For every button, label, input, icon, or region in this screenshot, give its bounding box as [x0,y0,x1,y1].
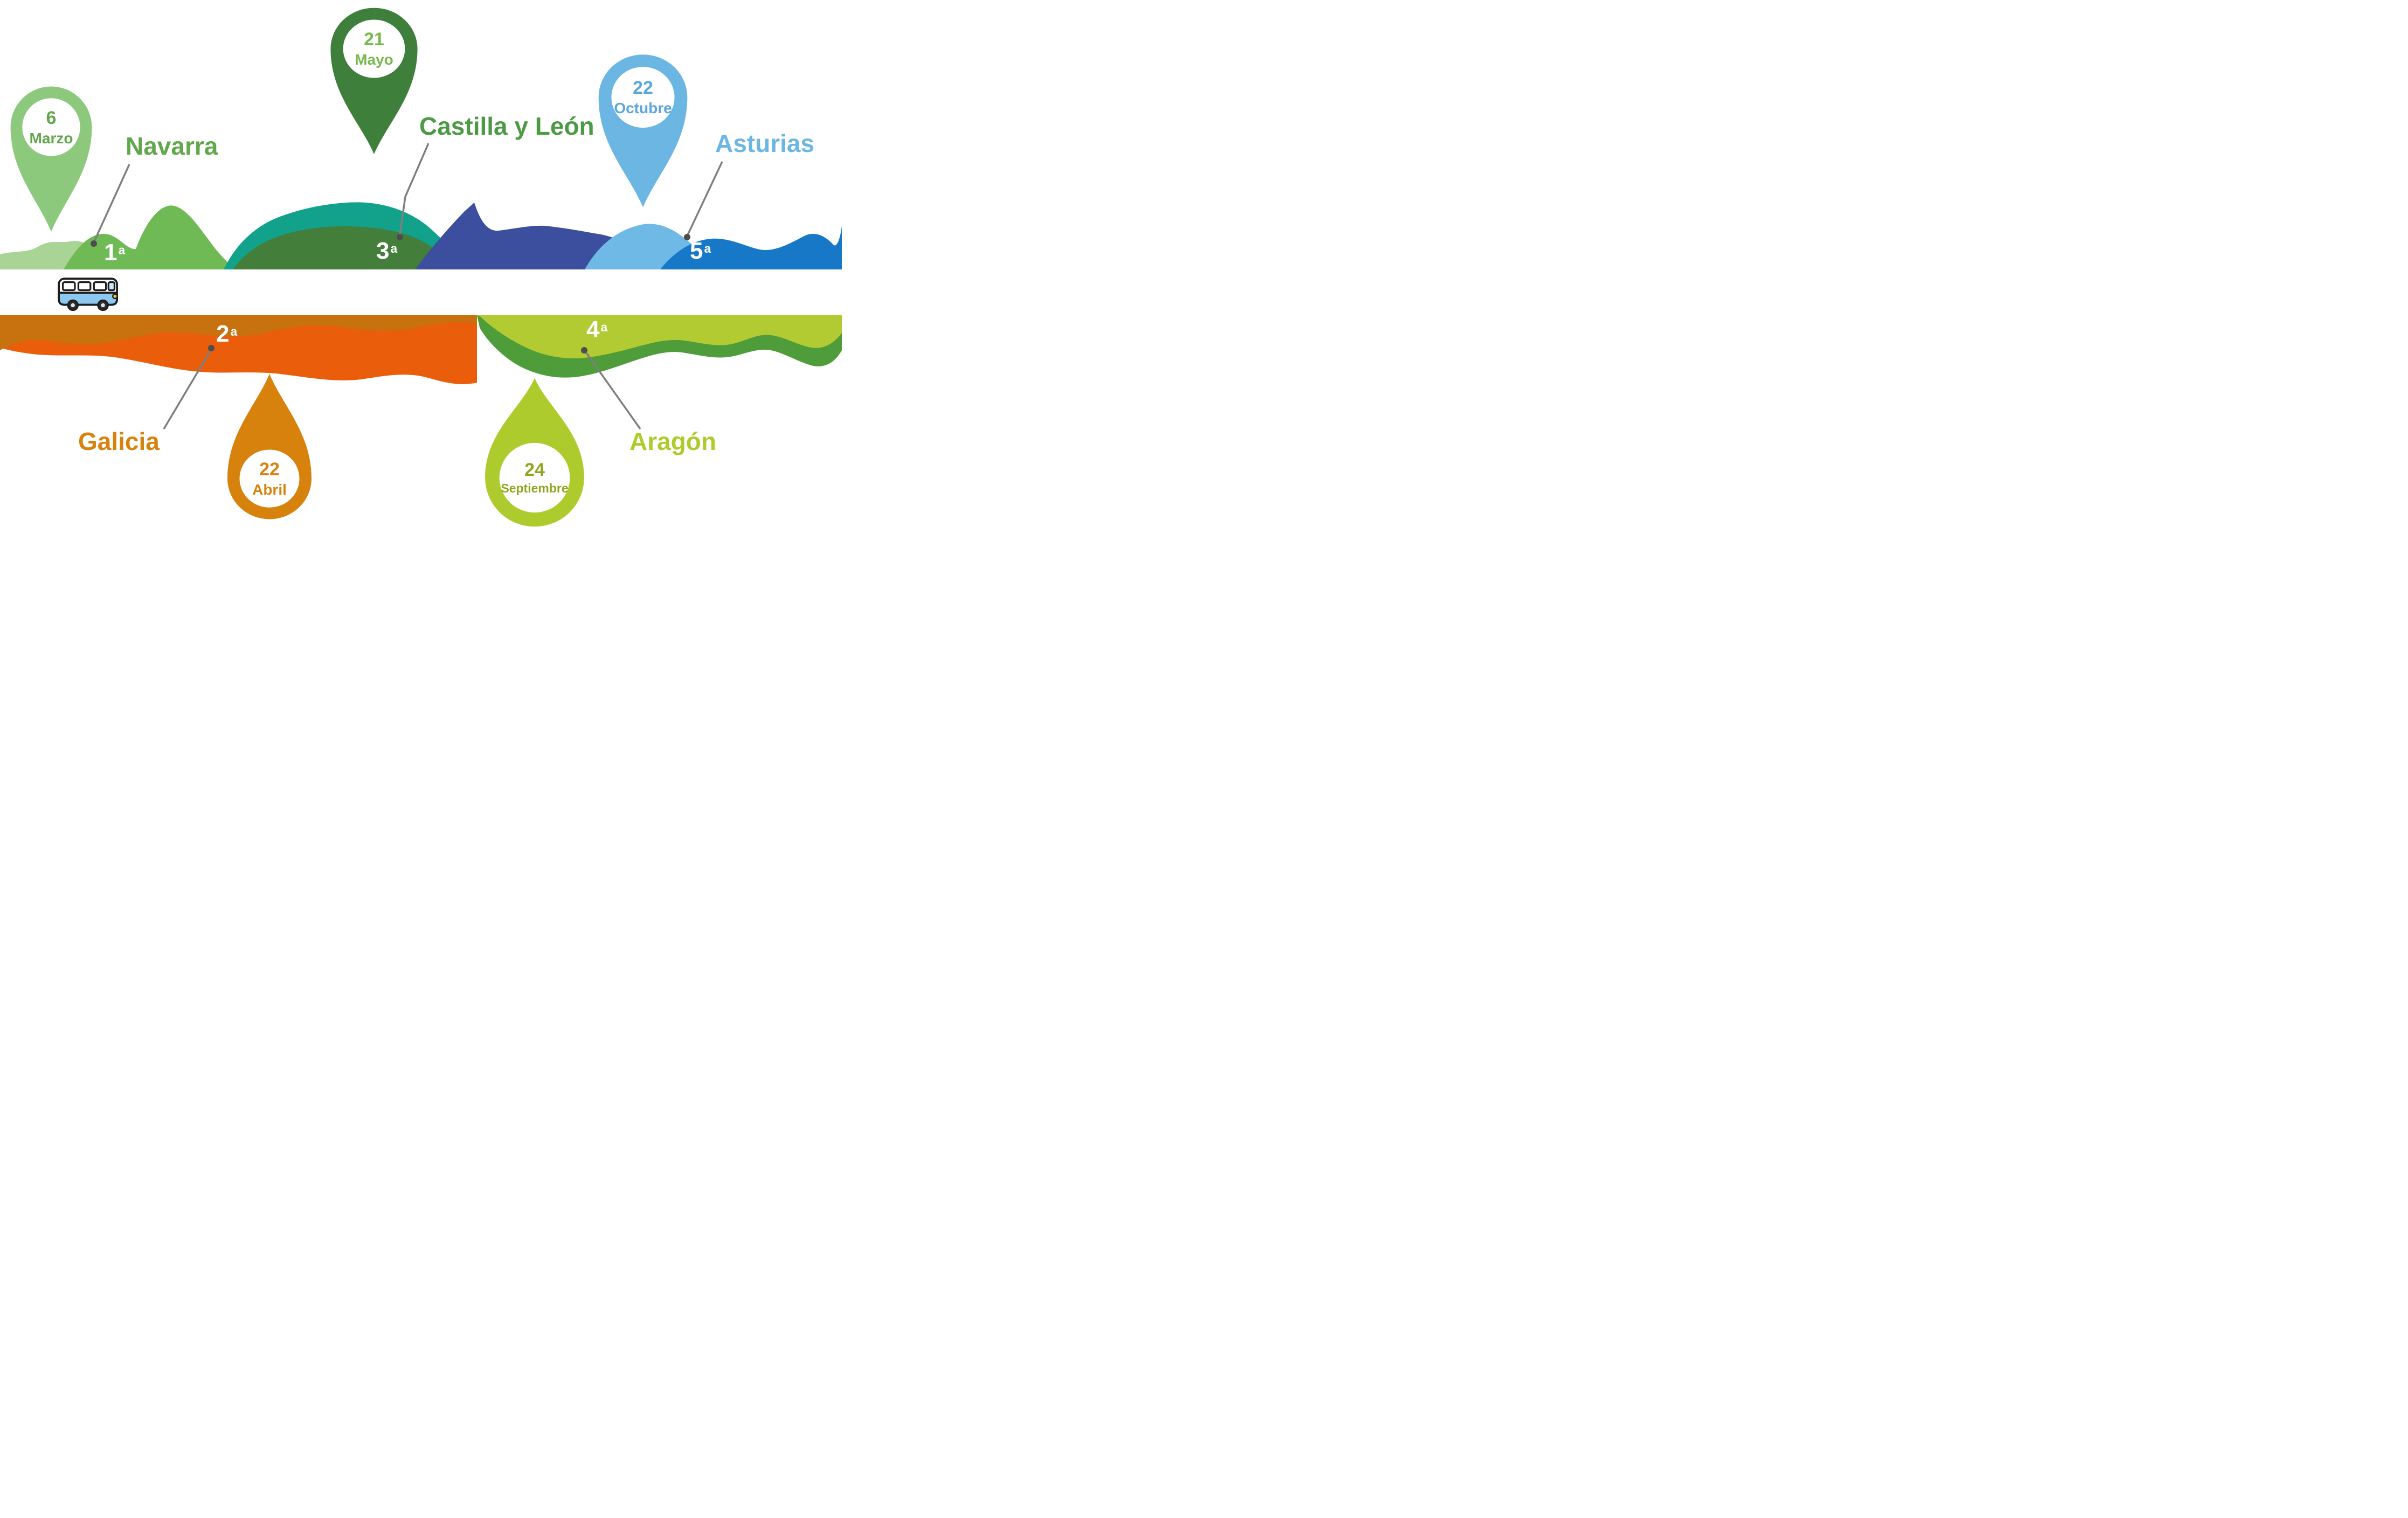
pin-date-day: 22 [259,459,280,480]
ground-orange-dark-strip [0,315,477,350]
pin-date-day: 22 [633,78,653,99]
pin-date-month: Marzo [29,129,73,147]
map-pin-icon [598,54,688,207]
stage-suffix: a [230,324,238,338]
pin-navarra: 6 Marzo [4,79,98,235]
connector-castilla-leon [397,143,430,240]
pin-date-galicia: 22 Abril [229,449,310,507]
route-infographic: 1a 2a 3a 4a 5a Navarra Galicia Castilla … [0,0,842,531]
stage-marker-5: 5a [690,239,711,263]
stage-suffix: a [390,241,398,255]
pin-date-month: Abril [252,481,287,498]
region-label-galicia: Galicia [78,427,160,455]
map-pin-icon [227,373,312,519]
camper-van-icon [58,278,118,311]
pin-galicia: 22 Abril [221,371,318,527]
region-label-navarra: Navarra [126,132,218,160]
pin-aragon: 24 Septiembre [478,376,592,531]
pin-date-month: Septiembre [501,481,569,496]
connector-asturias [684,161,723,240]
map-pin-icon [10,86,92,232]
pin-asturias: 22 Octubre [592,46,694,211]
pin-date-aragon: 24 Septiembre [487,443,583,513]
mountain-green-navarra [64,205,236,269]
stage-suffix: a [118,242,126,257]
region-label-aragon: Aragón [629,427,716,455]
pin-date-day: 24 [524,460,545,481]
connector-navarra [91,164,130,247]
stage-number: 3 [376,238,390,264]
pin-date-asturias: 22 Octubre [600,67,686,128]
region-label-asturias: Asturias [715,129,815,157]
region-label-castilla-leon: Castilla y León [419,112,594,140]
stage-number: 5 [690,238,703,264]
landscape-art [0,143,842,430]
stage-marker-2: 2a [216,322,237,346]
pin-date-month: Octubre [614,100,672,117]
pin-date-castilla-leon: 21 Mayo [332,20,416,78]
map-pin-icon [485,378,584,527]
stage-number: 1 [104,239,117,266]
map-pin-icon [330,8,418,155]
pin-date-navarra: 6 Marzo [12,98,91,156]
stage-marker-3: 3a [376,239,397,263]
stage-number: 2 [216,321,230,347]
mountain-blue [660,226,842,269]
ground-lime-strip [477,315,842,359]
stage-marker-1: 1a [104,241,125,265]
stage-suffix: a [600,320,608,334]
stage-number: 4 [586,316,600,343]
connector-aragon [581,347,641,430]
pin-date-month: Mayo [355,51,393,68]
pin-castilla-leon: 21 Mayo [324,0,424,157]
connector-galicia [163,345,214,429]
stage-suffix: a [704,241,711,255]
stage-marker-4: 4a [586,318,607,342]
road-band [0,269,842,315]
pin-date-day: 6 [46,107,57,128]
pin-date-day: 21 [364,29,384,50]
